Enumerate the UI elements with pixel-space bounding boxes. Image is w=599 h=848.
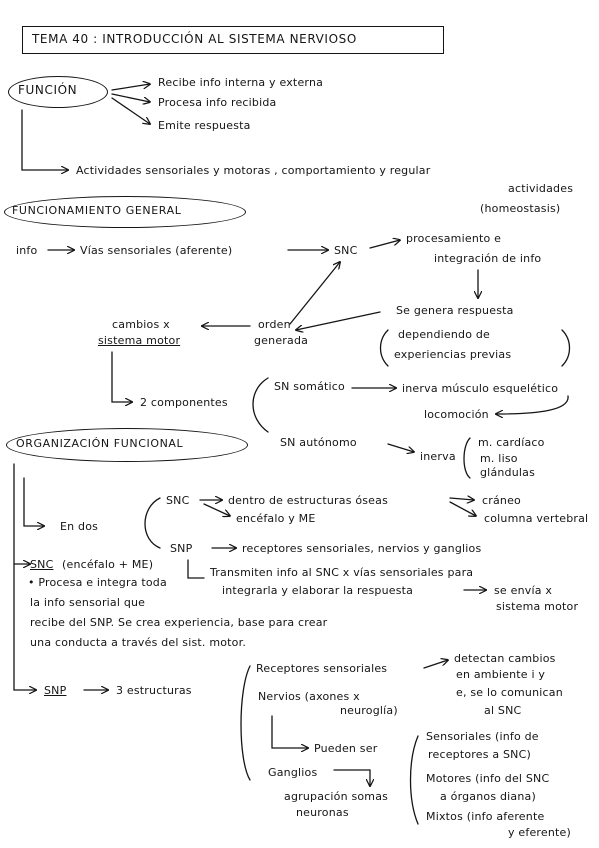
motores-2: a órganos diana) [440, 790, 536, 803]
procesamiento-1: procesamiento e [406, 232, 502, 245]
snc-text-3: recibe del SNP. Se crea experiencia, bas… [30, 616, 328, 629]
agrupacion-2: neuronas [296, 806, 349, 819]
org-snp: SNP [170, 542, 193, 555]
inerva2-label: inerva [420, 450, 456, 463]
sensoriales-1: Sensoriales (info de [426, 730, 539, 743]
funcionamiento-heading: FUNCIONAMIENTO GENERAL [12, 204, 182, 217]
sensoriales-2: receptores a SNC) [428, 748, 531, 761]
genera-2: dependiendo de [398, 328, 491, 341]
orden-2: generada [254, 334, 309, 347]
page-title: TEMA 40 : INTRODUCCIÓN AL SISTEMA NERVIO… [32, 32, 357, 46]
funcion-item-1: Recibe info interna y externa [158, 76, 324, 89]
ganglios-label: Ganglios [268, 766, 318, 779]
agrupacion-1: agrupación somas [284, 790, 389, 803]
sn-autonomo: SN autónomo [280, 436, 357, 449]
receptores-label: Receptores sensoriales [256, 662, 388, 675]
detectan-3: e, se lo comunican [456, 686, 563, 699]
musculo-3: glándulas [480, 466, 536, 479]
sn-somatico: SN somático [274, 380, 345, 393]
funcion-oval [8, 76, 108, 108]
funcion-activities-2: actividades [508, 182, 574, 195]
snc-label: SNC [334, 244, 358, 257]
funcion-item-2: Procesa info recibida [158, 96, 277, 109]
pueden-ser-label: Pueden ser [314, 742, 378, 755]
vias-label: Vías sensoriales (aferente) [80, 244, 233, 257]
cambios-1: cambios x [112, 318, 170, 331]
snp-estructuras: 3 estructuras [116, 684, 192, 697]
snp-heading: SNP [44, 684, 67, 697]
transmiten-1: Transmiten info al SNC x vías sensoriale… [210, 566, 474, 579]
funcionamiento-oval [4, 196, 246, 228]
inerva-label: inerva músculo esquelético [402, 382, 559, 395]
motores-1: Motores (info del SNC [426, 772, 550, 785]
detectan-2: en ambiente i y [456, 668, 546, 681]
cambios-2: sistema motor [98, 334, 181, 347]
envia-2: sistema motor [496, 600, 579, 613]
funcion-activities-3: (homeostasis) [480, 202, 561, 215]
nervios-2: neuroglía) [340, 704, 398, 717]
org-snc-a: dentro de estructuras óseas [228, 494, 389, 507]
snc-text-2: la info sensorial que [30, 596, 146, 609]
funcion-heading: FUNCIÓN [18, 83, 78, 97]
envia-1: se envía x [494, 584, 553, 597]
organizacion-oval [6, 428, 248, 462]
genera-3: experiencias previas [394, 348, 512, 361]
mixtos-1: Mixtos (info aferente [426, 810, 545, 823]
snc-heading-paren: (encéfalo + ME) [62, 558, 154, 571]
org-snc-b: encéfalo y ME [236, 512, 316, 525]
detectan-1: detectan cambios [454, 652, 556, 665]
en-dos-label: En dos [60, 520, 99, 533]
columna-label: columna vertebral [484, 512, 589, 525]
musculo-1: m. cardíaco [478, 436, 545, 449]
procesamiento-2: integración de info [434, 252, 542, 265]
funcion-activities: Actividades sensoriales y motoras , comp… [76, 164, 431, 177]
componentes-label: 2 componentes [140, 396, 228, 409]
info-label: info [16, 244, 38, 257]
detectan-4: al SNC [484, 704, 522, 717]
org-snc: SNC [166, 494, 190, 507]
snc-text-1: • Procesa e integra toda [28, 576, 167, 589]
genera-1: Se genera respuesta [396, 304, 514, 317]
funcion-item-3: Emite respuesta [158, 119, 251, 132]
orden-1: orden [258, 318, 291, 331]
snc-heading: SNC [30, 558, 54, 571]
title-box [22, 26, 444, 54]
nervios-1: Nervios (axones x [258, 690, 360, 703]
transmiten-2: integrarla y elaborar la respuesta [222, 584, 414, 597]
mixtos-2: y eferente) [508, 826, 572, 839]
org-snp-a: receptores sensoriales, nervios y gangli… [242, 542, 482, 555]
locomocion-label: locomoción [424, 408, 489, 421]
organizacion-heading: ORGANIZACIÓN FUNCIONAL [16, 437, 184, 450]
musculo-2: m. liso [480, 452, 518, 465]
snc-text-4: una conducta a través del sist. motor. [30, 636, 247, 649]
craneo-label: cráneo [482, 494, 521, 507]
